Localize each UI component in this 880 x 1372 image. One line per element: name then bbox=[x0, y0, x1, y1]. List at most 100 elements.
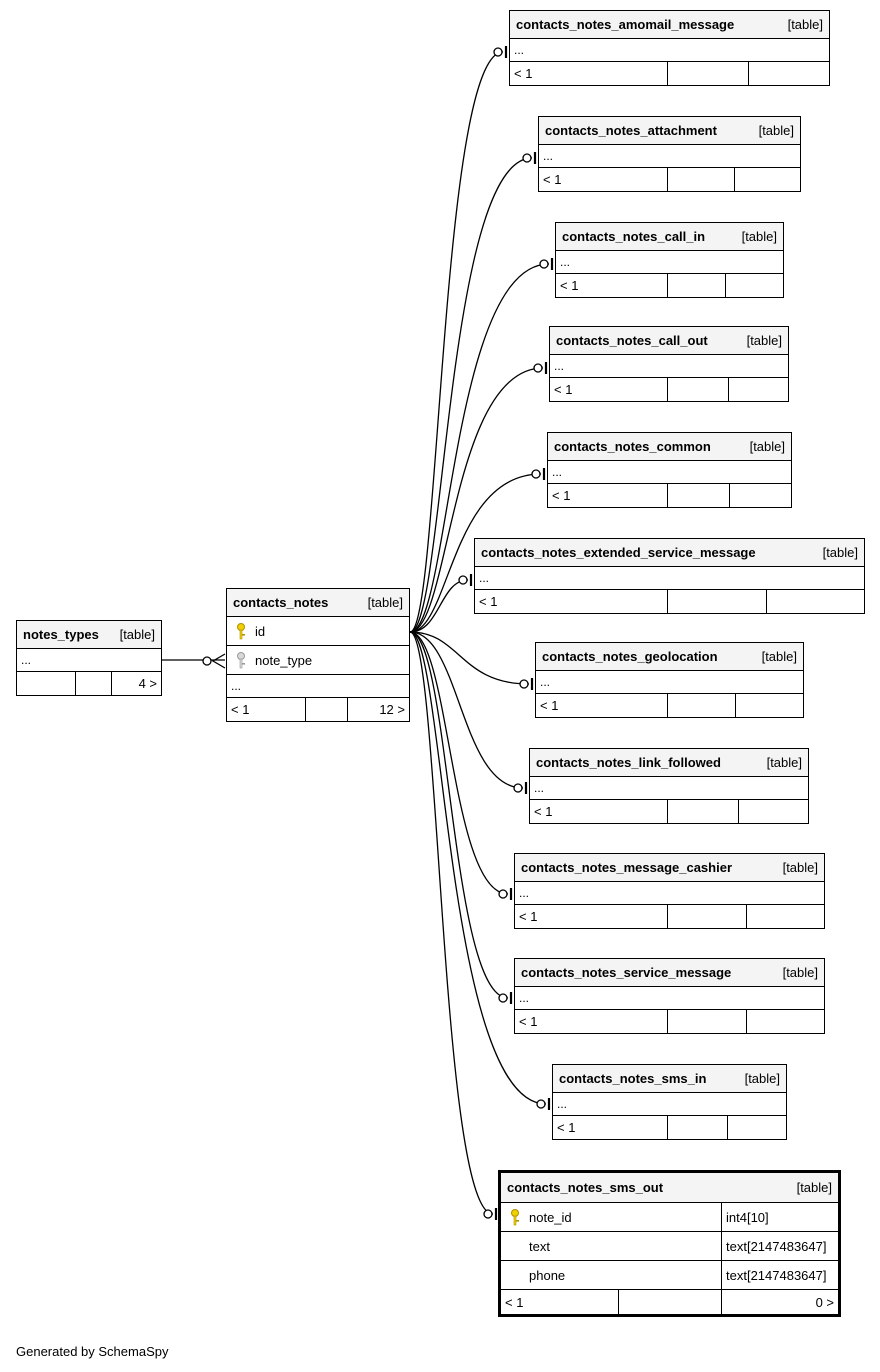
columns-ellipsis: ... bbox=[519, 991, 530, 1005]
table-contacts-notes-sms-in[interactable]: contacts_notes_sms_in[table] ... < 1 bbox=[552, 1064, 787, 1140]
table-name: contacts_notes_extended_service_message bbox=[481, 545, 756, 560]
row-count bbox=[667, 62, 748, 85]
column-name: note_id bbox=[529, 1209, 572, 1225]
child-count bbox=[746, 1010, 824, 1033]
row-count bbox=[667, 905, 746, 928]
table-contacts-notes-geolocation[interactable]: contacts_notes_geolocation[table] ... < … bbox=[535, 642, 804, 718]
table-name: contacts_notes_sms_out bbox=[507, 1180, 664, 1195]
parent-count: < 1 bbox=[505, 1294, 524, 1310]
table-footer: < 1 bbox=[510, 62, 829, 85]
table-header: contacts_notes_geolocation[table] bbox=[536, 643, 803, 671]
table-notes-types[interactable]: notes_types [table] ... 4 > bbox=[16, 620, 162, 696]
table-footer: < 1 bbox=[475, 590, 864, 613]
primary-key-icon bbox=[237, 623, 245, 640]
columns-row: ... bbox=[548, 461, 791, 484]
column-row-id: id bbox=[227, 617, 409, 646]
table-header: contacts_notes_common[table] bbox=[548, 433, 791, 461]
table-contacts-notes-attachment[interactable]: contacts_notes_attachment[table] ... < 1 bbox=[538, 116, 801, 192]
table-name: contacts_notes_link_followed bbox=[536, 755, 721, 770]
child-count bbox=[746, 905, 824, 928]
parent-count bbox=[17, 672, 75, 695]
columns-row: ... bbox=[556, 251, 783, 274]
child-count: 4 > bbox=[111, 672, 161, 695]
columns-ellipsis: ... bbox=[552, 465, 563, 479]
table-contacts-notes-service-message[interactable]: contacts_notes_service_message [table] ..… bbox=[514, 958, 825, 1034]
table-contacts-notes-sms-out[interactable]: contacts_notes_sms_out[table] note_id in… bbox=[498, 1170, 841, 1317]
parent-count: < 1 bbox=[552, 488, 571, 503]
parent-count: < 1 bbox=[540, 698, 559, 713]
table-kind: [table] bbox=[744, 1071, 780, 1086]
table-name: contacts_notes_message_cashier bbox=[521, 860, 733, 875]
table-kind: [table] bbox=[782, 860, 818, 875]
table-footer: < 1 bbox=[550, 378, 788, 401]
row-count bbox=[667, 378, 728, 401]
table-name: contacts_notes bbox=[233, 595, 329, 610]
columns-ellipsis: ... bbox=[479, 571, 490, 585]
table-header: contacts_notes_extended_service_message[… bbox=[475, 539, 864, 567]
child-count bbox=[727, 1116, 786, 1139]
table-name: notes_types bbox=[23, 627, 99, 642]
table-footer: < 1 0 > bbox=[501, 1290, 838, 1314]
columns-row: ... bbox=[553, 1093, 786, 1116]
columns-row: ... bbox=[227, 675, 409, 698]
column-name: note_type bbox=[255, 652, 313, 668]
table-kind: [table] bbox=[746, 333, 782, 348]
table-header: contacts_notes_link_followed [table] bbox=[530, 749, 808, 777]
table-header: contacts_notes_service_message [table] bbox=[515, 959, 824, 987]
column-name: phone bbox=[529, 1267, 566, 1283]
columns-ellipsis: ... bbox=[514, 43, 525, 57]
table-footer: < 1 bbox=[515, 1010, 824, 1033]
table-kind: [table] bbox=[761, 649, 797, 664]
table-header: contacts_notes_message_cashier [table] bbox=[515, 854, 824, 882]
columns-row: ... bbox=[17, 649, 161, 672]
table-name: contacts_notes_attachment bbox=[545, 123, 717, 138]
child-count bbox=[734, 168, 800, 191]
table-name: contacts_notes_service_message bbox=[521, 965, 732, 980]
columns-row: ... bbox=[515, 987, 824, 1010]
table-name: contacts_notes_call_out bbox=[556, 333, 708, 348]
child-count bbox=[728, 378, 788, 401]
table-contacts-notes-call-in[interactable]: contacts_notes_call_in[table] ... < 1 bbox=[555, 222, 784, 298]
table-kind: [table] bbox=[796, 1180, 832, 1195]
column-type: text[2147483647] bbox=[721, 1232, 838, 1260]
columns-ellipsis: ... bbox=[231, 679, 242, 693]
table-header: contacts_notes_attachment[table] bbox=[539, 117, 800, 145]
parent-count: < 1 bbox=[519, 909, 538, 924]
column-type: text[2147483647] bbox=[721, 1261, 838, 1289]
table-footer: < 1 12 > bbox=[227, 698, 409, 721]
table-footer: < 1 bbox=[539, 168, 800, 191]
table-contacts-notes-link-followed[interactable]: contacts_notes_link_followed[table] ... … bbox=[529, 748, 809, 824]
generated-by-credit: Generated by SchemaSpy bbox=[16, 1344, 169, 1359]
columns-row: ... bbox=[539, 145, 800, 168]
columns-row: ... bbox=[515, 882, 824, 905]
table-contacts-notes-extended-service-message[interactable]: contacts_notes_extended_service_message[… bbox=[474, 538, 865, 614]
child-count bbox=[766, 590, 864, 613]
columns-ellipsis: ... bbox=[519, 886, 530, 900]
table-kind: [table] bbox=[782, 965, 818, 980]
table-name: contacts_notes_call_in bbox=[562, 229, 706, 244]
table-contacts-notes[interactable]: contacts_notes[table] id note_type ... <… bbox=[226, 588, 410, 722]
table-footer: < 1 bbox=[536, 694, 803, 717]
column-name: text bbox=[529, 1238, 550, 1254]
table-header: contacts_notes_sms_out [table] bbox=[501, 1173, 838, 1203]
table-kind: [table] bbox=[787, 17, 823, 32]
table-contacts-notes-call-out[interactable]: contacts_notes_call_out[table] ... < 1 bbox=[549, 326, 789, 402]
table-footer: < 1 bbox=[548, 484, 791, 507]
table-contacts-notes-message-cashier[interactable]: contacts_notes_message_cashier [table] ..… bbox=[514, 853, 825, 929]
table-header: contacts_notes_sms_in[table] bbox=[553, 1065, 786, 1093]
columns-row: ... bbox=[530, 777, 808, 800]
table-contacts-notes-amomail-message[interactable]: contacts_notes_amomail_message[table] ..… bbox=[509, 10, 830, 86]
child-count bbox=[748, 62, 829, 85]
row-count bbox=[667, 800, 738, 823]
foreign-key-icon bbox=[237, 652, 245, 669]
table-header: contacts_notes[table] bbox=[227, 589, 409, 617]
child-count: 0 > bbox=[721, 1290, 838, 1314]
row-count bbox=[305, 698, 347, 721]
table-contacts-notes-common[interactable]: contacts_notes_common[table] ... < 1 bbox=[547, 432, 792, 508]
table-header: contacts_notes_call_in[table] bbox=[556, 223, 783, 251]
table-kind: [table] bbox=[119, 627, 155, 642]
row-count bbox=[75, 672, 111, 695]
column-row-phone: phone text[2147483647] bbox=[501, 1261, 838, 1290]
table-kind: [table] bbox=[766, 755, 802, 770]
